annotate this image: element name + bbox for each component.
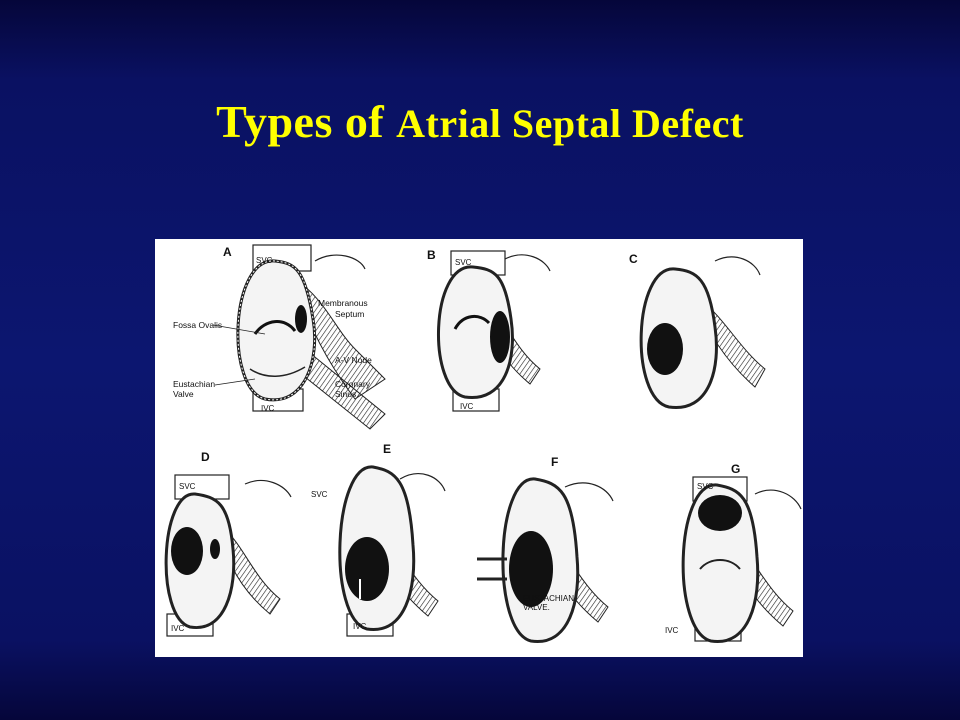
coronary-label: Coronary [335, 379, 371, 389]
panel-a-letter: A [223, 245, 232, 259]
panel-a-ivc: IVC [261, 404, 275, 413]
panel-c-letter: C [629, 252, 638, 266]
valve-caps-label: VALVE. [523, 603, 550, 612]
septum-label: Septum [335, 309, 364, 319]
panel-a: A SVC IVC Membranous Septum Fossa Ovalis… [173, 244, 386, 430]
fossa-ovalis-label: Fossa Ovalis [173, 320, 222, 330]
panel-g-svc: SVC [697, 482, 714, 491]
panel-e: E SVC IVC [311, 442, 446, 637]
panel-c: C [629, 252, 766, 409]
panel-e-letter: E [383, 442, 391, 456]
panel-a-svc: SVC [256, 256, 273, 265]
panel-b-svc: SVC [455, 258, 472, 267]
title-part2: Atrial Septal Defect [396, 101, 744, 146]
panel-b-ivc: IVC [460, 402, 474, 411]
slide-title: Types of Atrial Septal Defect [0, 92, 960, 154]
sinus-label: Sinus [335, 389, 356, 399]
asd-diagram-svg: A SVC IVC Membranous Septum Fossa Ovalis… [164, 244, 802, 643]
valve-label: Valve [173, 389, 194, 399]
panel-d-svc: SVC [179, 482, 196, 491]
panel-f: F EUSTACHIAN VALVE. [477, 455, 614, 643]
panel-d-letter: D [201, 450, 210, 464]
panel-g-letter: G [731, 462, 740, 476]
panel-b: B SVC IVC [427, 248, 551, 412]
title-part1: Types of [216, 96, 385, 147]
panel-d: D SVC IVC [164, 450, 292, 637]
panel-g: G SVC IVC [665, 462, 802, 643]
av-node-label: A-V Node [335, 355, 372, 365]
panel-b-letter: B [427, 248, 436, 262]
asd-types-figure: A SVC IVC Membranous Septum Fossa Ovalis… [155, 239, 803, 657]
panel-e-ivc: IVC [353, 622, 367, 631]
membranous-label: Membranous [318, 298, 368, 308]
panel-g-ivc: IVC [665, 626, 679, 635]
panel-d-ivc: IVC [171, 624, 185, 633]
eustachian-label: Eustachian [173, 379, 215, 389]
panel-f-letter: F [551, 455, 558, 469]
panel-e-svc: SVC [311, 490, 328, 499]
eustachian-caps-label: EUSTACHIAN [523, 594, 574, 603]
